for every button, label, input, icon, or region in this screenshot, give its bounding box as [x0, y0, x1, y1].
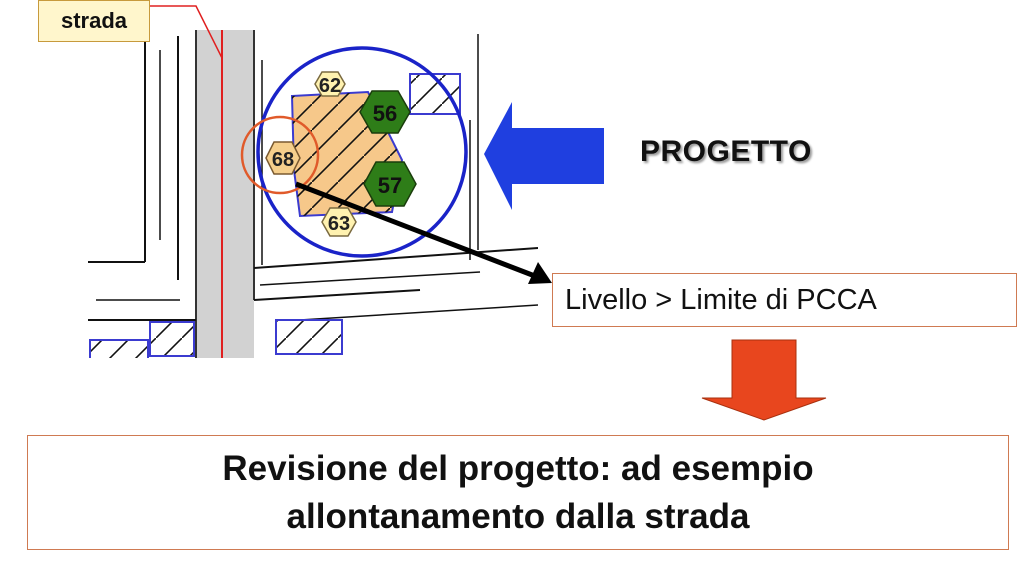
- revision-line-1: Revisione del progetto: ad esempio: [222, 449, 814, 489]
- focus-circle: [256, 46, 468, 258]
- receiver-56-value: 56: [373, 101, 397, 126]
- receiver-57-value: 57: [378, 173, 402, 198]
- receiver-63-value: 63: [328, 213, 350, 235]
- condition-box: Livello > Limite di PCCA: [552, 273, 1017, 327]
- receiver-62: 62: [314, 71, 346, 97]
- receiver-68: 68: [265, 141, 301, 175]
- receiver-62-value: 62: [319, 75, 341, 97]
- project-label: PROGETTO: [640, 135, 812, 168]
- revision-line-2: allontanamento dalla strada: [286, 496, 750, 536]
- receiver-57: 57: [363, 161, 417, 207]
- receiver-68-value: 68: [272, 149, 294, 171]
- highlight-circle: [240, 115, 320, 195]
- road: [196, 30, 254, 358]
- revision-box: Revisione del progetto: ad esempio allon…: [27, 435, 1009, 550]
- condition-pointer: [295, 181, 541, 281]
- road-label: strada: [38, 0, 150, 42]
- receiver-56: 56: [359, 90, 411, 134]
- road-leader-line: [150, 5, 223, 59]
- road-label-text: strada: [60, 8, 128, 33]
- condition-text: Livello > Limite di PCCA: [565, 283, 877, 316]
- arrow-left-icon: [484, 102, 604, 210]
- map-linework: [88, 30, 538, 358]
- receiver-63: 63: [321, 207, 357, 237]
- arrow-down-icon: [701, 339, 827, 421]
